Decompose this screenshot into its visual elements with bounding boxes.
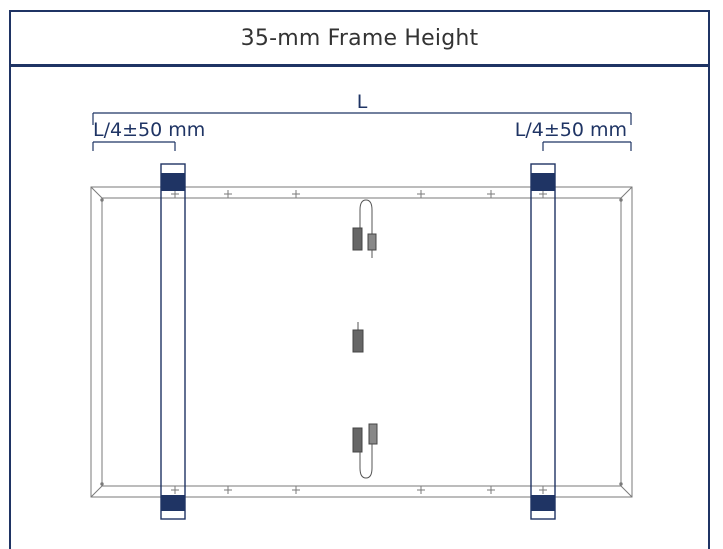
left-mounting-rail-icon — [160, 163, 186, 520]
frame-marks — [100, 190, 623, 494]
solar-panel-frame-icon — [90, 186, 633, 498]
right-offset-label: L/4±50 mm — [515, 119, 627, 141]
title-bar: 35-mm Frame Height — [11, 12, 708, 67]
left-offset-dimension — [92, 141, 176, 151]
overall-length-dimension — [92, 112, 632, 125]
junction-box-icon — [352, 322, 364, 353]
left-offset-label: L/4±50 mm — [93, 119, 205, 141]
top-connector-icon — [352, 199, 377, 258]
diagram-title: 35-mm Frame Height — [240, 25, 479, 51]
length-label: L — [357, 91, 368, 113]
bottom-connector-icon — [352, 423, 378, 479]
right-mounting-rail-icon — [530, 163, 556, 520]
right-offset-dimension — [542, 141, 632, 151]
